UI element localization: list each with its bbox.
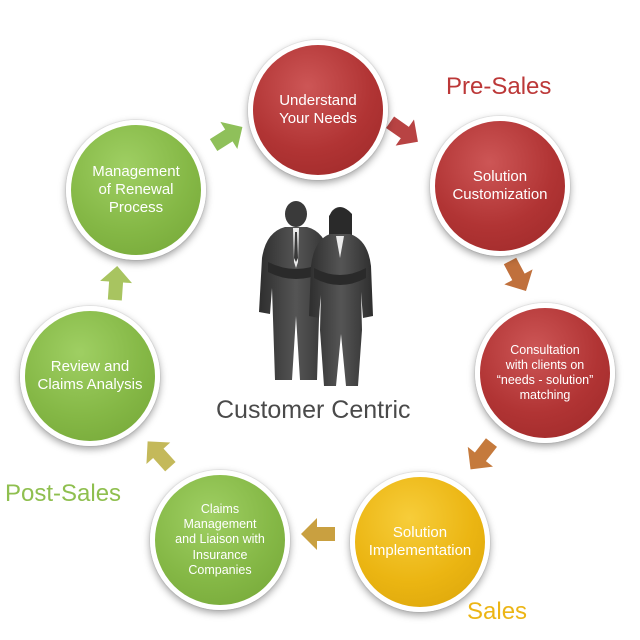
arrow-icon-postsales-1 [146,441,176,472]
center-title: Customer Centric [216,396,411,424]
step-claims-management: Claims Management and Liaison with Insur… [150,470,290,610]
arrow-icon-sales-1 [467,438,497,470]
arrow-icon-sales-2 [301,518,335,550]
phase-label-post-sales: Post-Sales [5,480,122,507]
phase-label-pre-sales: Pre-Sales [446,73,552,100]
phase-label-sales: Sales [467,598,528,625]
step-renewal-management: Management of Renewal Process [66,120,206,260]
businesspeople-icon [259,201,373,386]
step-solution-implementation-label: Solution Implementation [368,523,472,559]
step-solution-customization-label: Solution Customization [452,167,548,203]
step-consultation-label: Consultation with clients on “needs - so… [496,342,594,403]
step-claims-management-label: Claims Management and Liaison with Insur… [175,501,265,577]
step-review-claims-analysis-label: Review and Claims Analysis [37,357,143,393]
step-solution-implementation: Solution Implementation [350,472,490,612]
step-solution-customization: Solution Customization [430,116,570,256]
step-renewal-management-label: Management of Renewal Process [92,162,180,217]
businesswoman-figure [309,207,373,386]
arrow-icon-postsales-3 [209,121,243,151]
step-consultation: Consultation with clients on “needs - so… [475,303,615,443]
arrow-icon-presales-1 [386,116,418,146]
arrow-icon-presales-2 [503,257,533,292]
step-understand-needs: Understand Your Needs [248,40,388,180]
arrow-icon-postsales-2 [100,266,133,301]
step-review-claims-analysis: Review and Claims Analysis [20,306,160,446]
step-understand-needs-label: Understand Your Needs [279,91,357,127]
